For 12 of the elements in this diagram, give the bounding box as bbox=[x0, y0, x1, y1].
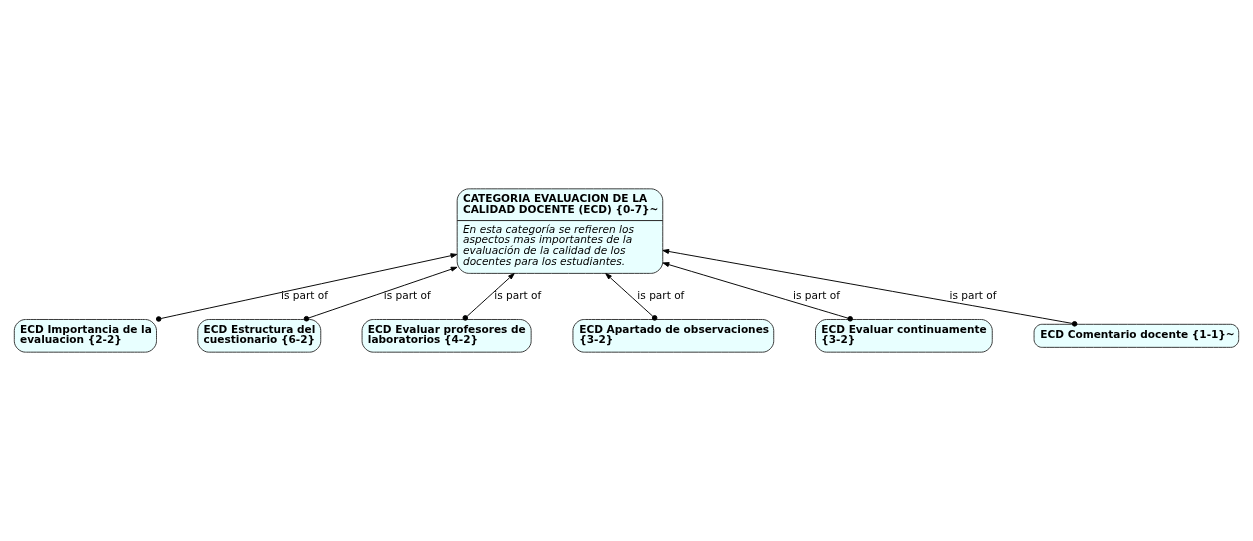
edge-label: is part of bbox=[949, 289, 997, 302]
arrow bbox=[462, 273, 515, 321]
arrow bbox=[605, 273, 658, 321]
arrow bbox=[662, 262, 853, 322]
edge-label: is part of bbox=[637, 289, 685, 302]
edge-label: is part of bbox=[280, 289, 328, 302]
edge-label: is part of bbox=[383, 289, 431, 302]
arrow bbox=[303, 266, 458, 322]
arrow bbox=[662, 249, 1078, 327]
edge-label: is part of bbox=[494, 289, 542, 302]
arrow bbox=[155, 253, 458, 322]
edge-label: is part of bbox=[793, 289, 840, 302]
